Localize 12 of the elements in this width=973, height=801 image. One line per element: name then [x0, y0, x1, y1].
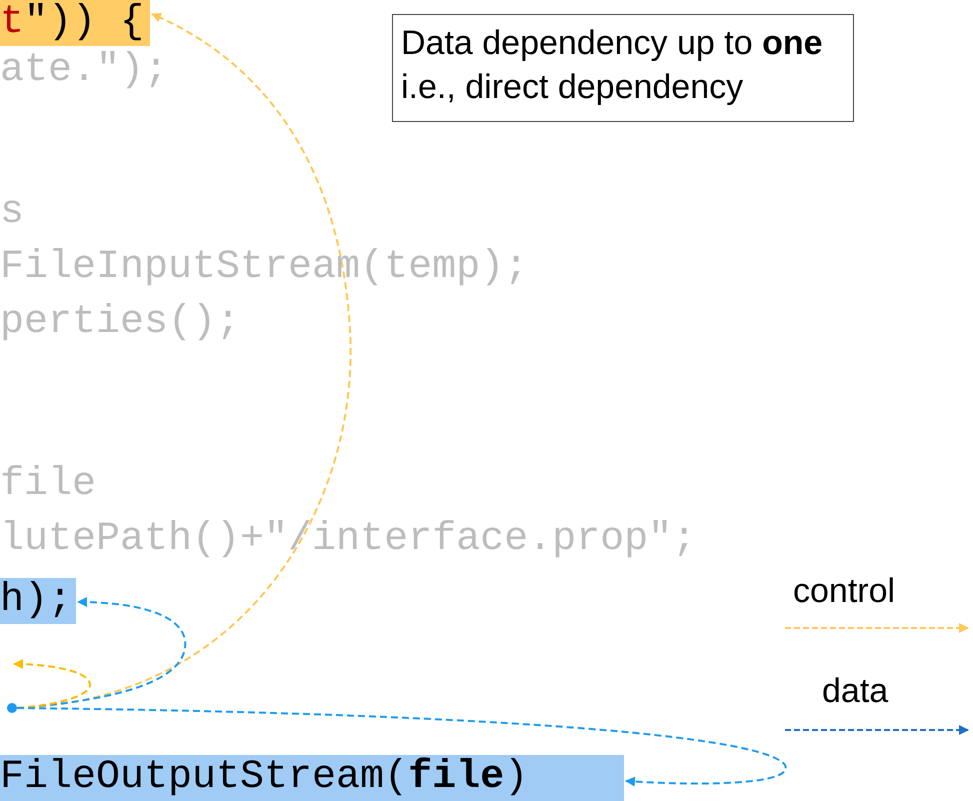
junction-dot: [7, 703, 17, 713]
code-line: s: [0, 190, 24, 236]
legend-label: data: [822, 672, 888, 711]
code-line: FileInputStream(temp);: [0, 245, 528, 291]
legend-label: control: [793, 572, 896, 611]
code-line: lutePath()+"/interface.prop";: [0, 517, 696, 563]
dashed-arrow: [13, 659, 91, 709]
note-box: Data dependency up to one i.e., direct dependency: [392, 14, 854, 122]
code-line: ate.");: [0, 48, 168, 94]
code-line: file: [0, 462, 96, 508]
dashed-arrow: [16, 707, 786, 787]
code-line: perties();: [0, 300, 240, 346]
